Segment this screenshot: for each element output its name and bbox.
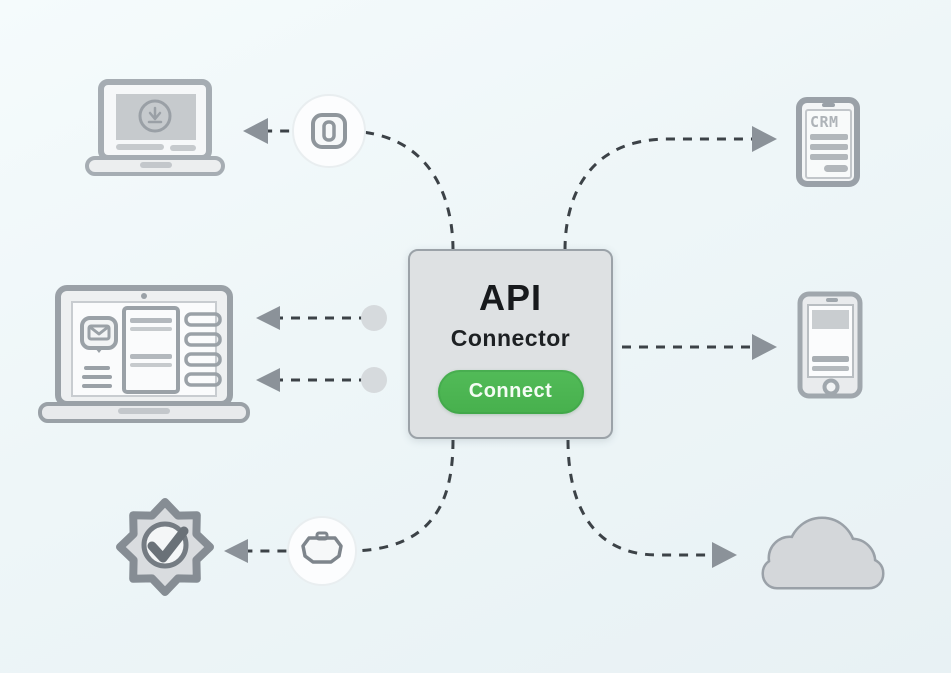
arrowhead-mid-right	[752, 334, 777, 360]
gear-check-badge-icon	[116, 498, 214, 596]
dashed-connector-bottom-left	[240, 439, 455, 553]
smartphone-icon	[797, 291, 863, 399]
plug-chip-icon	[311, 113, 347, 149]
plug-chip-badge	[292, 94, 366, 168]
hex-pot-icon	[301, 531, 343, 564]
crm-tablet-icon: CRM	[796, 97, 860, 187]
endpoint-dot-2	[361, 367, 387, 393]
arrowhead-bottom-left	[224, 539, 248, 563]
dashed-connector-bottom-right	[566, 439, 718, 557]
endpoint-dot-1	[361, 305, 387, 331]
api-subtitle: Connector	[450, 324, 571, 351]
laptop-dashboard-icon	[38, 285, 250, 423]
arrowhead-mid-left-2	[256, 368, 280, 392]
connect-button[interactable]: Connect	[437, 369, 584, 414]
arrowhead-top-left	[243, 118, 268, 144]
arrowhead-mid-left-1	[256, 306, 280, 330]
message-badge-icon	[80, 316, 118, 353]
api-connector-box: API Connector Connect	[408, 249, 613, 439]
cloud-icon	[761, 516, 885, 590]
dashed-connector-top-left	[260, 129, 455, 251]
dashed-connector-top-right	[563, 137, 760, 251]
arrowhead-top-right	[752, 126, 777, 152]
laptop-video-icon	[85, 79, 225, 176]
crm-label: CRM	[810, 113, 839, 131]
api-title: API	[478, 276, 542, 318]
arrowhead-bottom-right	[712, 542, 737, 568]
hex-pot-badge	[287, 516, 357, 586]
